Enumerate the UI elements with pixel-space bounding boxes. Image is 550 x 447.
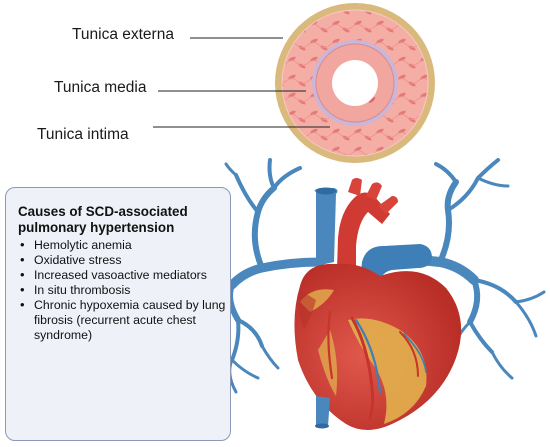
list-item: Chronic hypoxemia caused by lung fibrosi… [18, 298, 230, 342]
list-item: Increased vasoactive mediators [18, 268, 230, 283]
causes-list: Hemolytic anemia Oxidative stress Increa… [18, 238, 230, 343]
label-tunica-intima: Tunica intima [37, 126, 129, 143]
vessel-cross-section [275, 3, 435, 163]
list-item: In situ thrombosis [18, 283, 230, 298]
list-item: Oxidative stress [18, 253, 230, 268]
vessel-lumen [332, 60, 378, 106]
inferior-vena-cava [316, 396, 330, 426]
heart [294, 178, 462, 430]
label-tunica-externa: Tunica externa [72, 26, 174, 43]
causes-box: Causes of SCD-associated pulmonary hyper… [5, 187, 231, 441]
label-tunica-media: Tunica media [54, 79, 147, 96]
superior-vena-cava [314, 188, 338, 266]
list-item: Hemolytic anemia [18, 238, 230, 253]
causes-title: Causes of SCD-associated pulmonary hyper… [18, 204, 188, 235]
leader-lines [153, 37, 330, 128]
